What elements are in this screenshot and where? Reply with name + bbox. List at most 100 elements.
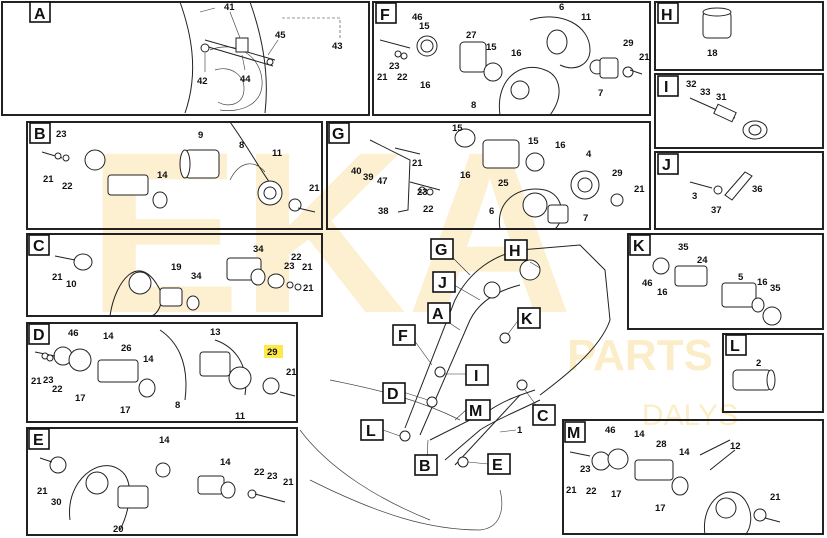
overview-loader-arm: 1 G H J A K F I D M C L B E [299, 238, 611, 531]
callout-k-24: 24 [697, 255, 708, 266]
callout-b-21a: 21 [43, 174, 54, 185]
callout-f-46: 46 [412, 12, 423, 23]
callout-m-21b: 21 [770, 492, 781, 503]
callout-f-23: 23 [389, 61, 400, 72]
panel-f-letter: F [380, 7, 390, 24]
callout-g-6: 6 [489, 206, 494, 217]
callout-m-23: 23 [580, 464, 591, 475]
callout-b-14: 14 [157, 170, 168, 181]
callout-a-43: 43 [332, 41, 343, 52]
callout-k-16a: 16 [657, 287, 668, 298]
callout-c-21a: 21 [302, 262, 313, 273]
callout-e-30: 30 [51, 497, 62, 508]
callout-k-5: 5 [738, 272, 744, 283]
overview-tag-h: H [509, 243, 521, 260]
callout-f-7: 7 [598, 88, 603, 99]
callout-i-32: 32 [686, 79, 697, 90]
callout-g-15b: 15 [528, 136, 539, 147]
callout-f-15b: 15 [486, 42, 497, 53]
panel-c-letter: C [33, 238, 45, 255]
callout-d-14a: 14 [103, 331, 114, 342]
overview-tag-g: G [435, 242, 447, 259]
callout-g-4: 4 [586, 149, 592, 160]
callout-m-22: 22 [586, 486, 597, 497]
panel-l-letter: L [730, 338, 740, 355]
overview-tag-j: J [438, 275, 447, 292]
callout-g-15a: 15 [452, 123, 463, 134]
callout-f-27: 27 [466, 30, 477, 41]
callout-k-46: 46 [642, 278, 653, 289]
panel-b: 23 9 8 11 21 22 14 21 B [26, 121, 323, 230]
callout-h-18: 18 [707, 48, 718, 59]
panel-h: 18 H [654, 1, 824, 71]
panel-i-letter: I [664, 79, 668, 96]
panel-f: 46 15 27 15 16 6 11 29 21 21 23 22 16 8 … [372, 1, 651, 116]
callout-j-3: 3 [692, 191, 697, 202]
callout-m-14a: 14 [634, 429, 645, 440]
callout-d-8: 8 [175, 400, 180, 411]
callout-g-47: 47 [377, 176, 388, 187]
callout-f-16a: 16 [511, 48, 522, 59]
panel-d-letter: D [33, 327, 45, 344]
overview-tag-a: A [432, 306, 444, 323]
panel-k-letter: K [633, 238, 645, 255]
panel-j-letter: J [662, 157, 671, 174]
callout-b-9: 9 [198, 130, 203, 141]
callout-e-22: 22 [254, 467, 265, 478]
callout-d-23: 23 [43, 375, 54, 386]
callout-i-33: 33 [700, 87, 711, 98]
panel-m-letter: M [567, 425, 580, 442]
callout-b-23: 23 [56, 129, 67, 140]
callout-g-38: 38 [378, 206, 389, 217]
overview-tag-k: K [521, 311, 533, 328]
callout-d-14b: 14 [143, 354, 154, 365]
callout-g-39: 39 [363, 172, 374, 183]
callout-f-21a: 21 [639, 52, 650, 63]
callout-b-22: 22 [62, 181, 73, 192]
callout-k-35a: 35 [678, 242, 689, 253]
callout-e-21b: 21 [37, 486, 48, 497]
panel-m: 46 14 28 12 23 14 21 22 17 17 21 M [562, 419, 824, 536]
callout-g-29: 29 [612, 168, 623, 179]
callout-d-17b: 17 [120, 405, 131, 416]
callout-c-23: 23 [284, 261, 295, 272]
callout-d-17a: 17 [75, 393, 86, 404]
panel-g-letter: G [332, 126, 344, 143]
callout-m-14b: 14 [679, 447, 690, 458]
callout-m-28: 28 [656, 439, 667, 450]
overview-tag-l: L [366, 423, 376, 440]
callout-j-36: 36 [752, 184, 763, 195]
callout-a-44: 44 [240, 74, 251, 85]
overview-tag-c: C [537, 408, 549, 425]
callout-d-21a: 21 [286, 367, 297, 378]
callout-f-16b: 16 [420, 80, 431, 91]
callout-d-21b: 21 [31, 376, 42, 387]
callout-j-37: 37 [711, 205, 722, 216]
panel-d: 46 14 13 26 14 29 21 23 21 22 17 17 8 11… [26, 322, 298, 423]
panel-b-letter: B [34, 126, 46, 143]
callout-g-7: 7 [583, 213, 588, 224]
callout-c-34a: 34 [253, 244, 264, 255]
callout-d-29: 29 [267, 347, 278, 358]
callout-d-26: 26 [121, 343, 132, 354]
callout-f-11: 11 [581, 12, 592, 23]
callout-g-40: 40 [351, 166, 362, 177]
callout-f-21b: 21 [377, 72, 388, 83]
callout-m-21a: 21 [566, 485, 577, 496]
panel-j: 36 3 37 J [654, 151, 824, 230]
callout-k-35b: 35 [770, 283, 781, 294]
callout-e-14a: 14 [159, 435, 170, 446]
callout-g-16a: 16 [460, 170, 471, 181]
overview-tag-e: E [492, 457, 503, 474]
callout-b-11: 11 [272, 148, 283, 159]
callout-c-10: 10 [66, 279, 77, 290]
callout-g-21a: 21 [412, 158, 423, 169]
callout-f-6: 6 [559, 2, 564, 13]
overview-tag-m: M [469, 403, 482, 420]
callout-c-34b: 34 [191, 271, 202, 282]
highlight-29 [264, 345, 283, 358]
overview-tag-f: F [398, 328, 408, 345]
panel-e-letter: E [33, 432, 44, 449]
panel-i: 32 33 31 I [654, 73, 824, 149]
